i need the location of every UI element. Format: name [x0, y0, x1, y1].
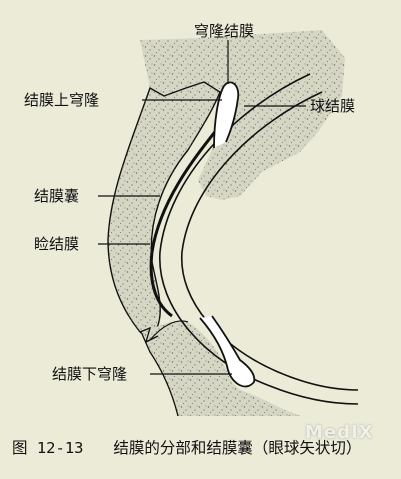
lower-eyelid-outline [141, 333, 179, 417]
label-conjunctival-sac: 结膜囊 [34, 187, 80, 205]
figure-number: 图 12-13 [12, 439, 84, 457]
label-superior-fornix: 结膜上穹隆 [24, 91, 100, 109]
label-palpebral-conjunctiva: 睑结膜 [34, 235, 80, 253]
label-bulbar-conjunctiva: 球结膜 [310, 97, 356, 115]
eyelid-margin [139, 326, 159, 344]
figure-title: 结膜的分部和结膜囊（眼球矢状切） [113, 439, 362, 457]
eyeball-inner-arc [181, 91, 359, 391]
inferior-fornix-loop [199, 315, 256, 388]
figure-caption: 图 12-13 结膜的分部和结膜囊（眼球矢状切） [12, 438, 361, 458]
palpebral-fissure [149, 320, 189, 341]
conjunctival-sac-line [149, 127, 220, 318]
label-fornix-conjunctiva: 穹隆结膜 [194, 22, 255, 40]
label-inferior-fornix: 结膜下穹隆 [52, 365, 128, 383]
superior-fornix-loop [213, 81, 240, 149]
watermark: MedIX [305, 422, 374, 443]
